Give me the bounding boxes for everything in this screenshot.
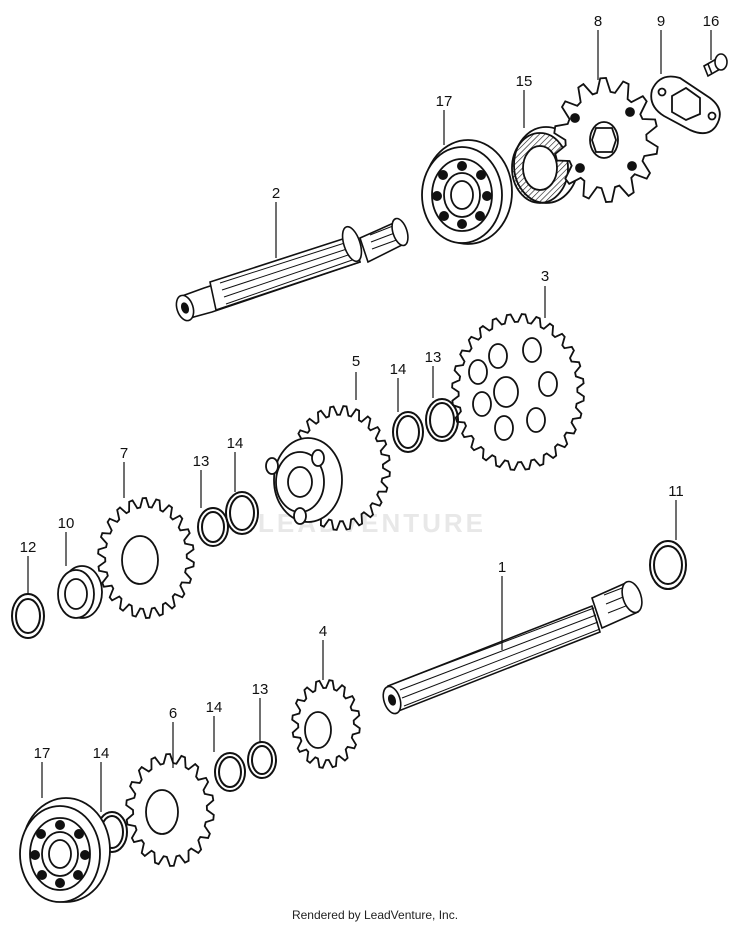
callout-6: 6 [169,705,177,722]
callout-11: 11 [668,483,684,500]
callout-17-b: 17 [34,745,51,762]
part-7-gear[interactable] [97,497,195,619]
callout-12: 12 [20,539,37,556]
part-13-circlip-c[interactable] [247,741,277,779]
callout-14-b: 14 [227,435,244,452]
callout-16: 16 [703,13,720,30]
gear-3-lightening-hole [522,337,542,363]
callout-4: 4 [319,623,327,640]
part-2-countershaft[interactable] [173,217,411,323]
part-14-thrust-washer-c[interactable] [214,752,246,792]
part-13-circlip-b[interactable] [197,507,229,547]
part-1-mainshaft[interactable] [380,579,645,716]
gear-3-lightening-hole [468,359,488,385]
gear-3-lightening-hole [472,391,492,417]
gear-3-lightening-hole [488,343,508,369]
part-12-washer[interactable] [11,593,45,639]
callout-13-c: 13 [252,681,269,698]
callout-7: 7 [120,445,128,462]
callout-1: 1 [498,559,506,576]
gear-3-lightening-hole [526,407,546,433]
callout-5: 5 [352,353,360,370]
part-17-bearing-lower[interactable] [19,797,111,903]
part-10-bushing[interactable] [57,565,103,619]
leader-lines [27,30,712,812]
gear-3-lightening-hole [494,415,514,441]
callout-8: 8 [594,13,602,30]
part-13-circlip-a[interactable] [425,398,459,442]
part-5-dog-gear[interactable] [265,405,391,531]
part-4-gear[interactable] [291,679,361,769]
part-14-thrust-washer-a[interactable] [392,411,424,453]
callout-10: 10 [58,515,75,532]
callout-14-c: 14 [206,699,223,716]
callout-14-a: 14 [390,361,407,378]
callout-14-d: 14 [93,745,110,762]
callout-13-b: 13 [193,453,210,470]
callout-labels: 1 2 3 4 5 6 7 8 9 10 11 12 13 13 13 14 1… [20,13,720,762]
callout-15: 15 [516,73,533,90]
part-15-oil-seal[interactable] [511,126,579,204]
callout-13-a: 13 [425,349,442,366]
part-9-lock-plate[interactable] [650,75,721,135]
callout-3: 3 [541,268,549,285]
part-16-bolt[interactable] [702,53,728,78]
part-11-washer[interactable] [649,540,687,590]
callout-2: 2 [272,185,280,202]
gear-3-lightening-hole [538,371,558,397]
part-8-drive-sprocket[interactable] [553,77,659,203]
gear-3-lightening-hole [493,376,519,408]
footer-credit: Rendered by LeadVenture, Inc. [291,908,459,922]
part-6-gear[interactable] [125,753,215,867]
callout-17-a: 17 [436,93,453,110]
part-14-thrust-washer-b[interactable] [225,491,259,535]
part-17-bearing-upper[interactable] [421,139,513,245]
part-3-large-gear[interactable] [451,313,585,471]
callout-9: 9 [657,13,665,30]
